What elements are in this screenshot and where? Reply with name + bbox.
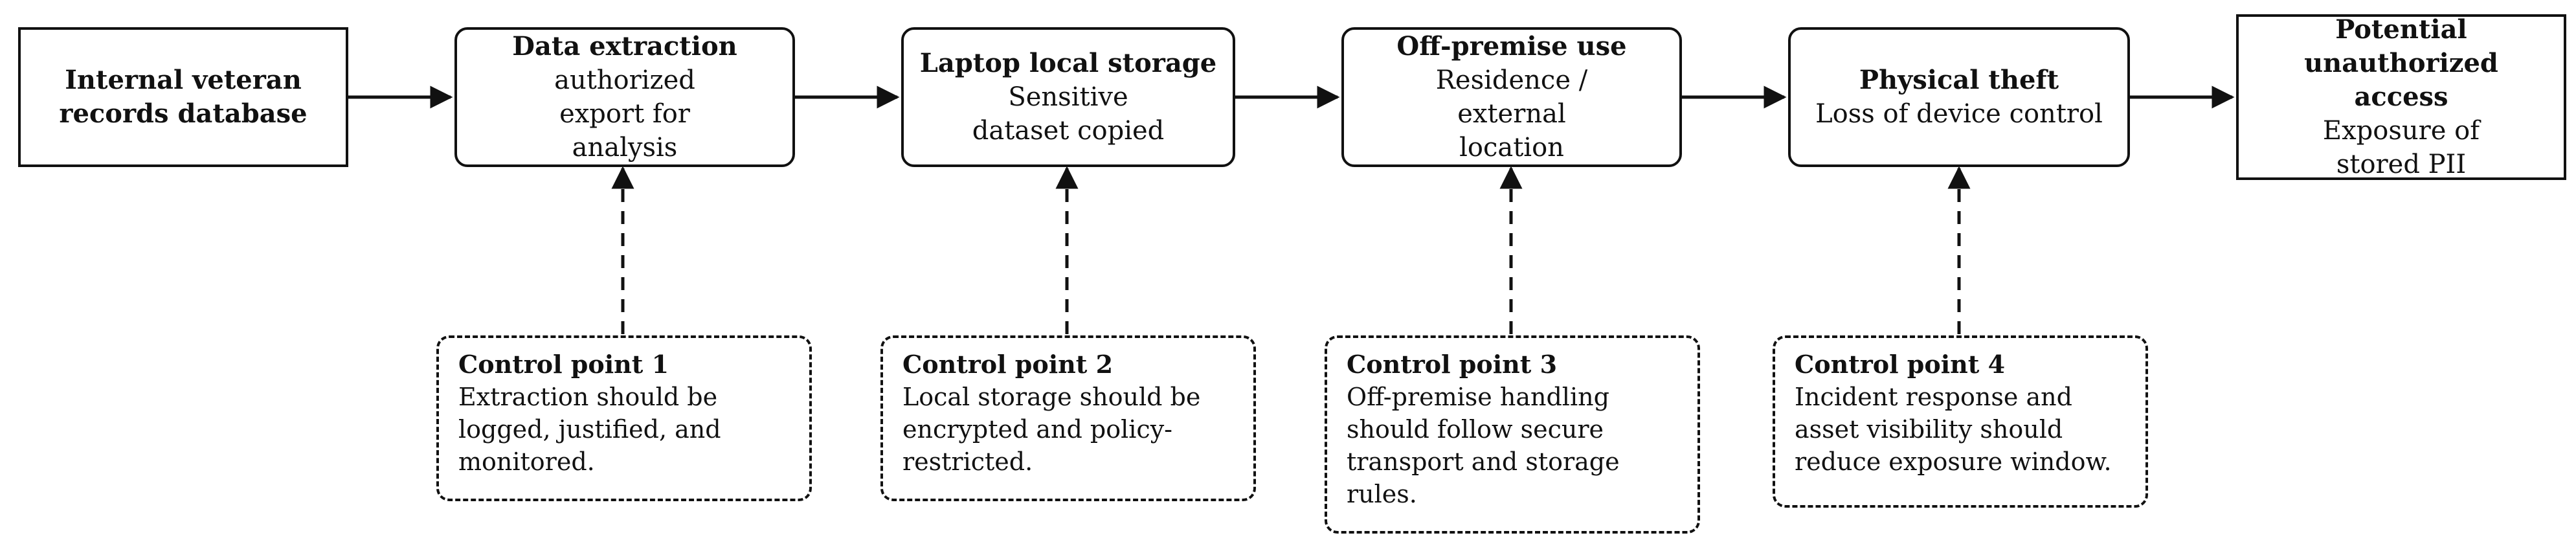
step-title: Data extraction	[512, 31, 737, 62]
step-unauthorized-access: Potential unauthorized access Exposure o…	[2236, 14, 2566, 180]
step-body: Residence / external location	[1435, 65, 1588, 163]
control-title: Control point 1	[458, 350, 669, 379]
step-title: Physical theft	[1859, 65, 2059, 95]
control-title: Control point 2	[902, 350, 1114, 379]
step-title: Potential unauthorized access	[2304, 14, 2498, 112]
control-point-4: Control point 4 Incident response and as…	[1773, 335, 2148, 508]
step-body: Exposure of stored PII	[2322, 116, 2480, 179]
step-source-database: Internal veteran records database	[18, 27, 348, 167]
control-title: Control point 3	[1347, 350, 1558, 379]
step-title: Laptop local storage	[919, 48, 1217, 78]
control-point-3: Control point 3 Off-premise handling sho…	[1325, 335, 1700, 534]
control-body: Incident response and asset visibility s…	[1795, 383, 2112, 476]
step-body: Sensitive dataset copied	[972, 82, 1165, 146]
step-physical-theft: Physical theft Loss of device control	[1788, 27, 2130, 167]
control-title: Control point 4	[1795, 350, 2006, 379]
control-body: Extraction should be logged, justified, …	[458, 383, 721, 476]
control-point-1: Control point 1 Extraction should be log…	[436, 335, 812, 501]
control-body: Off-premise handling should follow secur…	[1347, 383, 1620, 508]
step-body: Loss of device control	[1815, 99, 2103, 129]
step-title: Internal veteran records database	[59, 65, 308, 129]
control-point-2: Control point 2 Local storage should be …	[880, 335, 1256, 501]
step-laptop-storage: Laptop local storage Sensitive dataset c…	[901, 27, 1235, 167]
control-body: Local storage should be encrypted and po…	[902, 383, 1201, 476]
step-body: authorized export for analysis	[554, 65, 695, 163]
step-data-extraction: Data extraction authorized export for an…	[454, 27, 795, 167]
step-off-premise-use: Off-premise use Residence / external loc…	[1341, 27, 1682, 167]
step-title: Off-premise use	[1396, 31, 1627, 62]
